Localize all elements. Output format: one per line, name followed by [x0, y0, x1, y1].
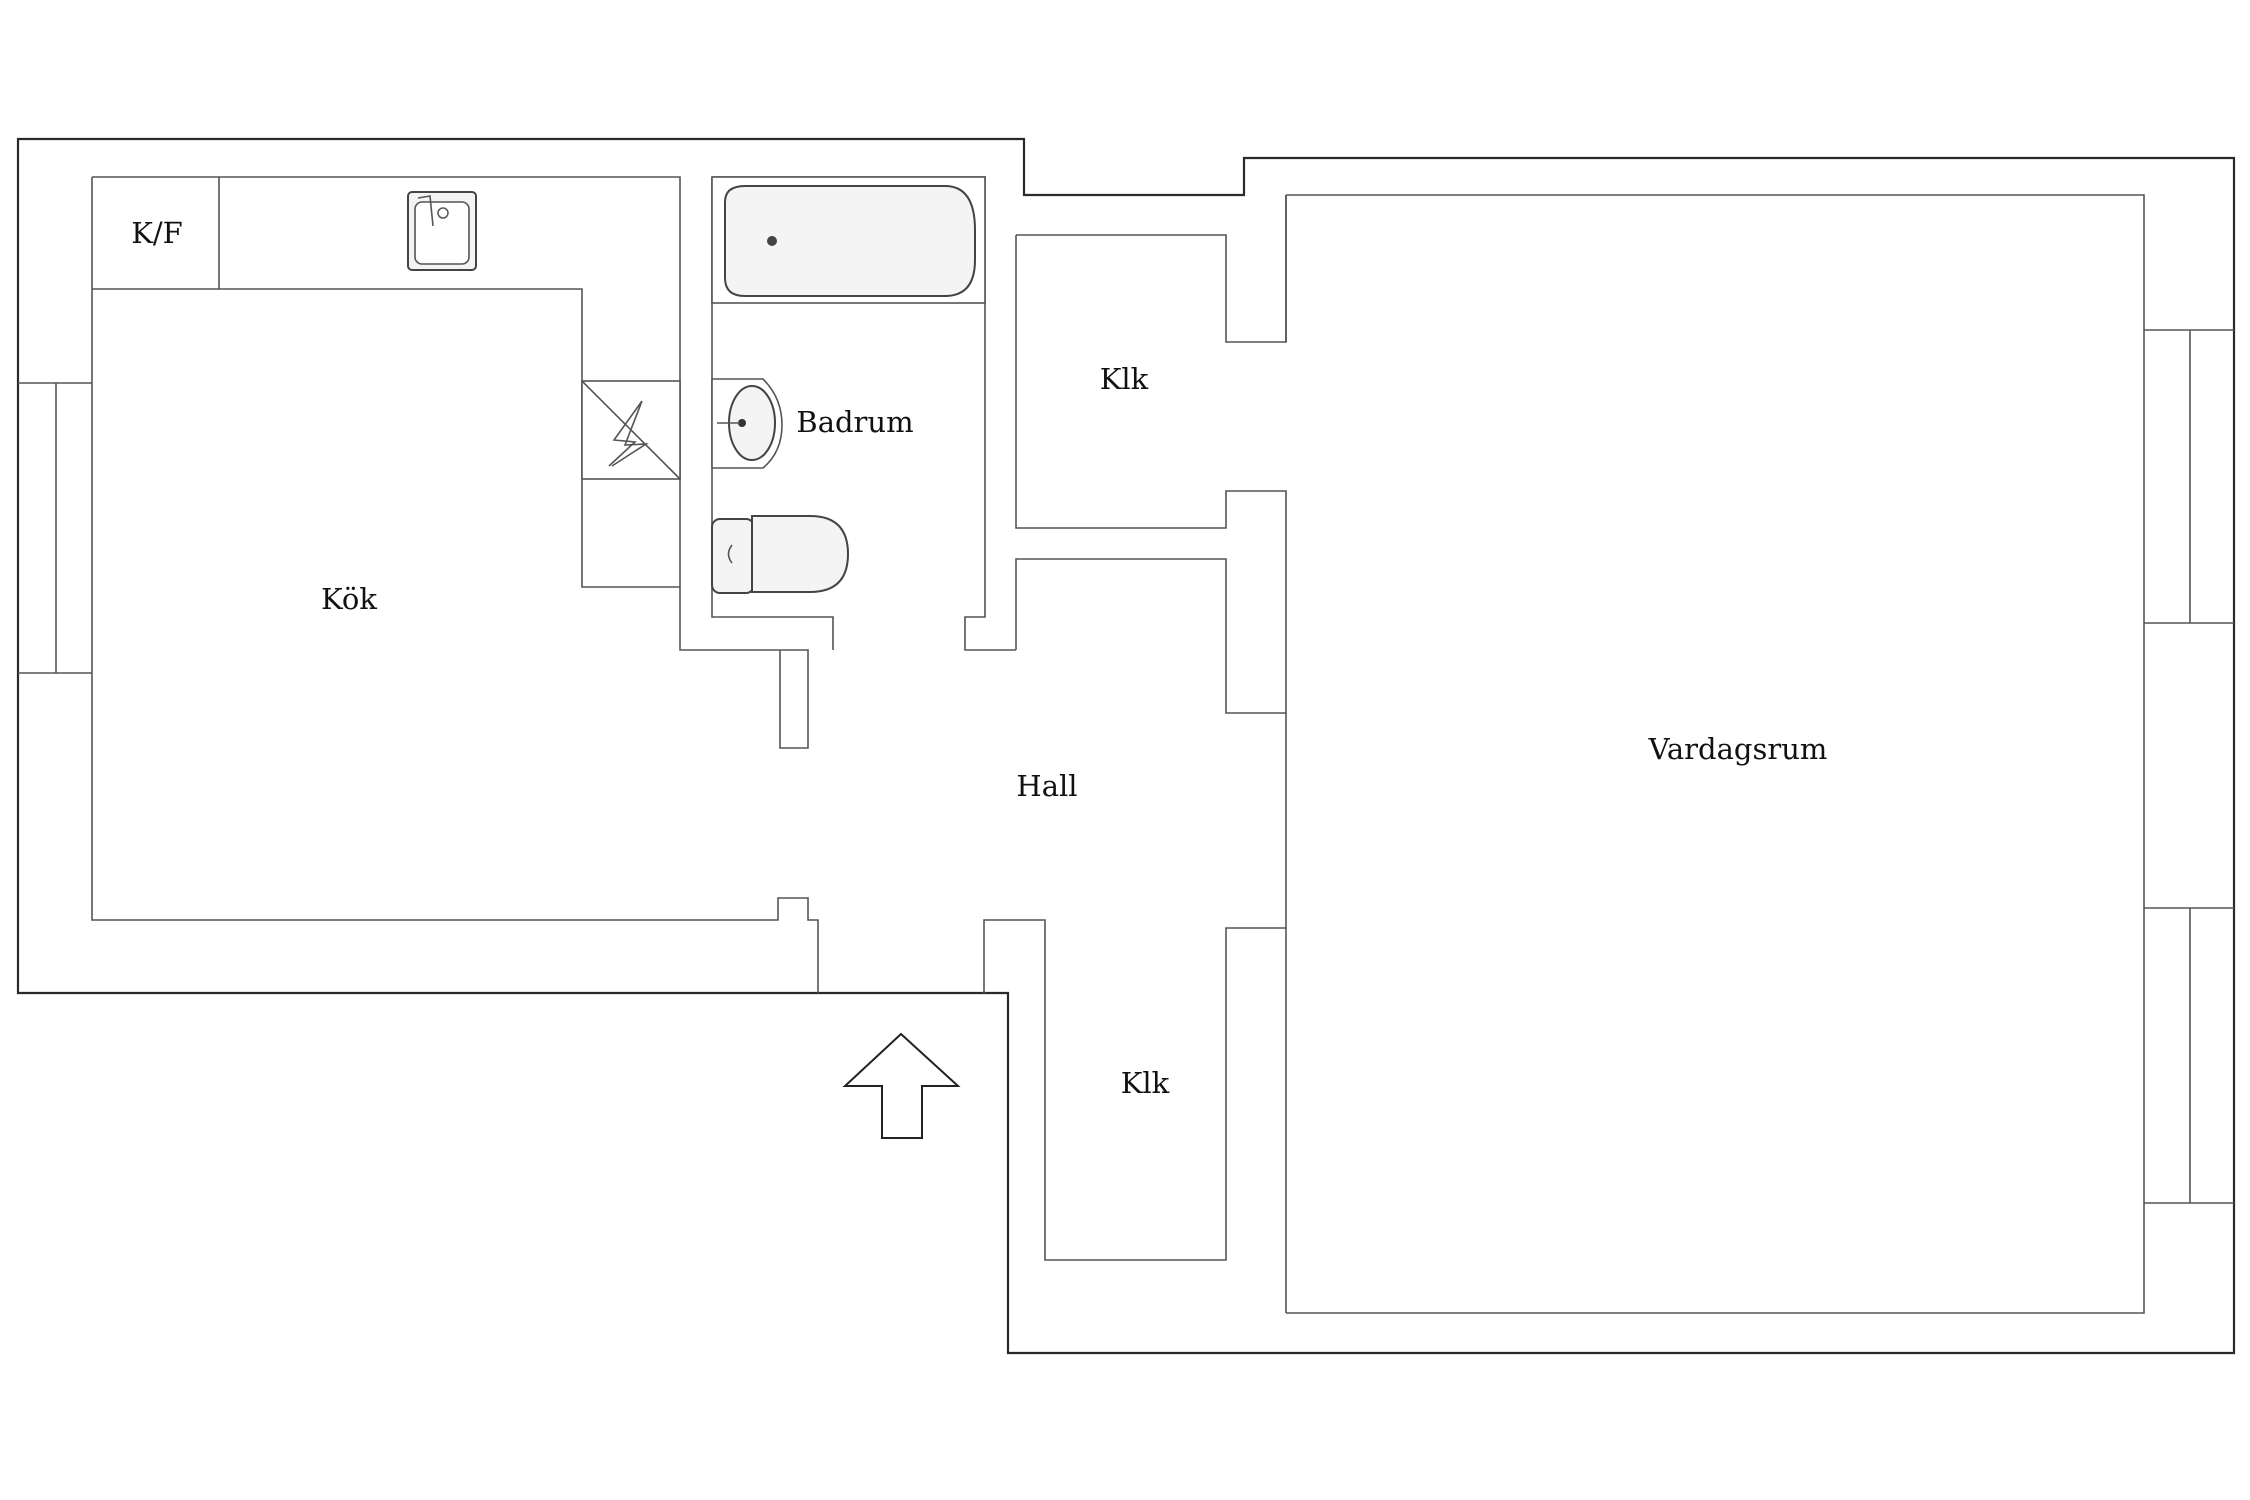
window-right-upper	[2144, 329, 2234, 624]
room-label-vardagsrum: Vardagsrum	[1648, 732, 1828, 766]
toilet-icon	[711, 515, 850, 594]
room-label-kf: K/F	[131, 216, 183, 250]
outer-wall	[16, 137, 2236, 1355]
washbasin-icon	[711, 378, 783, 469]
room-label-hall: Hall	[1016, 769, 1077, 803]
room-label-badrum: Badrum	[796, 405, 913, 439]
room-label-klk-top: Klk	[1100, 362, 1149, 396]
bathtub-icon	[711, 176, 986, 304]
entrance-arrow-icon	[842, 1032, 961, 1139]
window-right-lower	[2144, 907, 2234, 1204]
closet-top-wall	[1015, 195, 1287, 714]
kitchen-inner-wall	[91, 176, 819, 993]
closet-bottom-wall	[983, 919, 1287, 1313]
kitchen-sink-icon	[407, 191, 477, 271]
room-label-klk-bottom: Klk	[1121, 1066, 1170, 1100]
room-label-kok: Kök	[321, 582, 377, 616]
electrical-panel-icon	[581, 380, 681, 480]
window-left	[18, 382, 92, 674]
living-room-inner-wall	[1285, 194, 2145, 1314]
